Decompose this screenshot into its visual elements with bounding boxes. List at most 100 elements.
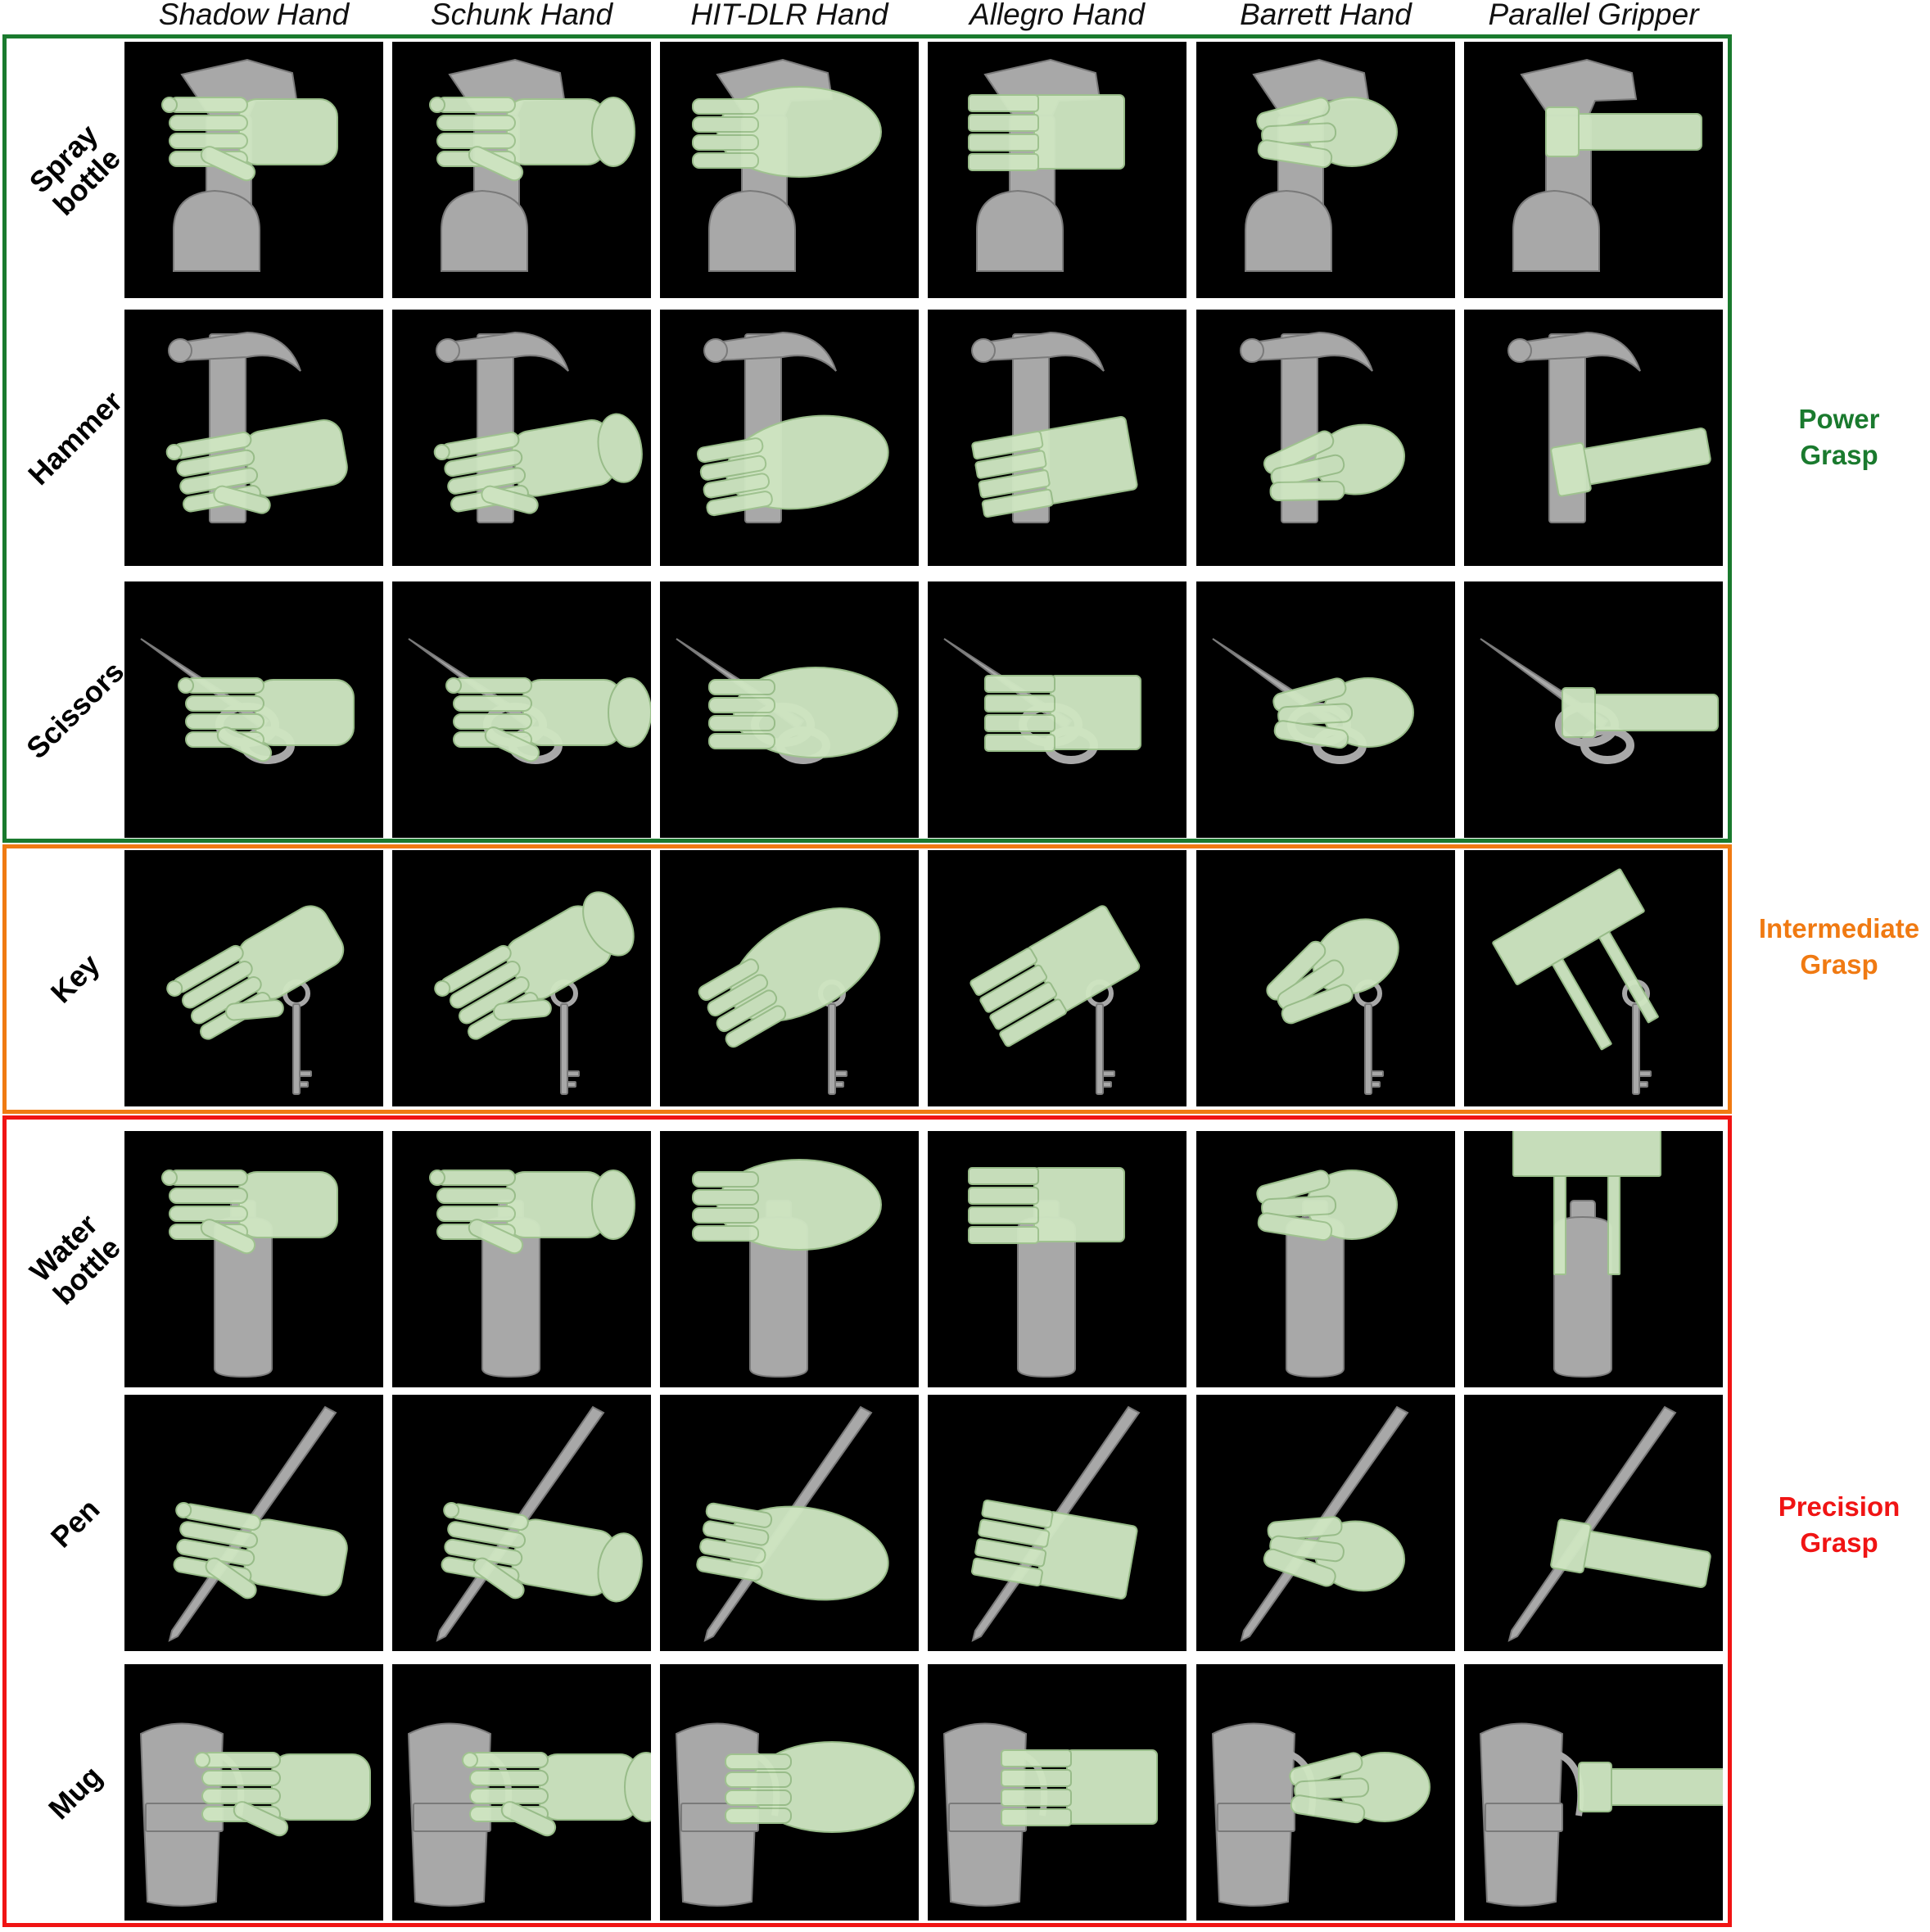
render-spray-bottle-hit-dlr-hand — [692, 58, 882, 272]
barrett-hand-end-effector-icon — [1266, 918, 1399, 1025]
hit-dlr-hand-end-effector-icon — [692, 1159, 882, 1251]
hit-dlr-hand-end-effector-icon — [692, 86, 882, 178]
cell-hammer-parallel-gripper — [1464, 310, 1723, 566]
shadow-hand-end-effector-icon — [161, 1170, 338, 1255]
render-pen-barrett-hand — [1240, 1405, 1409, 1642]
render-pen-hit-dlr-hand — [696, 1405, 889, 1642]
schunk-hand-end-effector-icon — [433, 413, 643, 514]
render-spray-bottle-barrett-hand — [1245, 58, 1398, 272]
allegro-hand-end-effector-icon — [971, 416, 1138, 518]
render-mug-allegro-hand — [942, 1722, 1158, 1907]
column-header-hit-dlr-hand: HIT-DLR Hand — [690, 0, 888, 31]
cell-spray-bottle-shadow-hand — [124, 42, 383, 298]
render-mug-barrett-hand — [1211, 1722, 1431, 1907]
barrett-hand-end-effector-icon — [1256, 1170, 1398, 1242]
cell-pen-parallel-gripper — [1464, 1395, 1723, 1651]
cell-key-shadow-hand — [124, 850, 383, 1106]
cell-scissors-schunk-hand — [392, 581, 651, 838]
key-object-icon — [550, 980, 580, 1095]
column-header-schunk-hand: Schunk Hand — [430, 0, 613, 31]
group-label-power-grasp: Power Grasp — [1798, 404, 1880, 470]
cell-pen-hit-dlr-hand — [660, 1395, 919, 1651]
shadow-hand-end-effector-icon — [166, 905, 345, 1040]
cell-water-bottle-parallel-gripper — [1464, 1131, 1723, 1387]
cell-mug-parallel-gripper — [1464, 1664, 1723, 1921]
render-key-shadow-hand — [166, 905, 345, 1095]
parallel-gripper-end-effector-icon — [1512, 1131, 1661, 1275]
cell-scissors-shadow-hand — [124, 581, 383, 838]
shadow-hand-end-effector-icon — [173, 1502, 348, 1599]
allegro-hand-end-effector-icon — [970, 1499, 1138, 1599]
allegro-hand-end-effector-icon — [968, 94, 1125, 171]
render-spray-bottle-schunk-hand — [429, 58, 635, 272]
render-spray-bottle-allegro-hand — [968, 58, 1125, 272]
cell-scissors-hit-dlr-hand — [660, 581, 919, 838]
schunk-hand-end-effector-icon — [434, 891, 635, 1040]
render-scissors-shadow-hand — [140, 638, 355, 764]
cell-mug-hit-dlr-hand — [660, 1664, 919, 1921]
render-scissors-barrett-hand — [1212, 638, 1414, 764]
render-mug-shadow-hand — [139, 1722, 371, 1907]
cell-mug-shadow-hand — [124, 1664, 383, 1921]
render-hammer-shadow-hand — [165, 331, 348, 523]
group-frame-power-grasp — [2, 34, 1732, 843]
group-label-intermediate-grasp: Intermediate Grasp — [1758, 913, 1920, 980]
hit-dlr-hand-end-effector-icon — [696, 1502, 889, 1601]
cell-hammer-allegro-hand — [928, 310, 1186, 566]
cell-spray-bottle-barrett-hand — [1196, 42, 1455, 298]
render-scissors-allegro-hand — [943, 638, 1141, 764]
render-hammer-barrett-hand — [1240, 331, 1406, 523]
cell-water-bottle-schunk-hand — [392, 1131, 651, 1387]
cell-hammer-barrett-hand — [1196, 310, 1455, 566]
hit-dlr-hand-end-effector-icon — [696, 414, 889, 517]
render-water-bottle-hit-dlr-hand — [692, 1159, 882, 1378]
allegro-hand-end-effector-icon — [1001, 1749, 1158, 1826]
render-scissors-parallel-gripper — [1480, 638, 1719, 764]
render-pen-schunk-hand — [436, 1405, 643, 1642]
render-key-barrett-hand — [1266, 918, 1399, 1095]
hit-dlr-hand-end-effector-icon — [698, 907, 881, 1048]
render-hammer-schunk-hand — [433, 331, 643, 523]
render-spray-bottle-parallel-gripper — [1512, 58, 1702, 272]
column-header-parallel-gripper: Parallel Gripper — [1488, 0, 1699, 31]
barrett-hand-end-effector-icon — [1263, 423, 1406, 502]
cell-hammer-shadow-hand — [124, 310, 383, 566]
render-water-bottle-allegro-hand — [968, 1167, 1125, 1378]
parallel-gripper-end-effector-icon — [1550, 427, 1711, 497]
group-frame-intermediate-grasp — [2, 844, 1732, 1114]
allegro-hand-end-effector-icon — [970, 905, 1141, 1047]
render-scissors-hit-dlr-hand — [676, 638, 898, 764]
schunk-hand-end-effector-icon — [441, 1502, 643, 1603]
render-key-parallel-gripper — [1492, 868, 1659, 1095]
parallel-gripper-end-effector-icon — [1578, 1762, 1723, 1812]
cell-mug-allegro-hand — [928, 1664, 1186, 1921]
parallel-gripper-end-effector-icon — [1492, 868, 1659, 1051]
render-pen-parallel-gripper — [1507, 1405, 1711, 1642]
render-hammer-allegro-hand — [971, 331, 1138, 523]
cell-hammer-hit-dlr-hand — [660, 310, 919, 566]
cell-scissors-allegro-hand — [928, 581, 1186, 838]
render-mug-schunk-hand — [407, 1722, 651, 1907]
water-bottle-object-icon — [1553, 1200, 1612, 1378]
cell-spray-bottle-allegro-hand — [928, 42, 1186, 298]
cell-mug-barrett-hand — [1196, 1664, 1455, 1921]
render-mug-parallel-gripper — [1479, 1722, 1723, 1907]
schunk-hand-end-effector-icon — [429, 1170, 635, 1255]
cell-key-allegro-hand — [928, 850, 1186, 1106]
barrett-hand-end-effector-icon — [1263, 1516, 1406, 1592]
shadow-hand-end-effector-icon — [194, 1752, 371, 1837]
column-header-shadow-hand: Shadow Hand — [158, 0, 350, 31]
render-pen-shadow-hand — [168, 1405, 348, 1642]
render-mug-hit-dlr-hand — [675, 1722, 915, 1907]
render-water-bottle-parallel-gripper — [1512, 1131, 1661, 1378]
render-spray-bottle-shadow-hand — [161, 58, 338, 272]
render-hammer-parallel-gripper — [1507, 331, 1711, 523]
cell-pen-shadow-hand — [124, 1395, 383, 1651]
shadow-hand-end-effector-icon — [161, 97, 338, 182]
barrett-hand-end-effector-icon — [1256, 97, 1398, 169]
schunk-hand-end-effector-icon — [462, 1752, 651, 1837]
allegro-hand-end-effector-icon — [984, 675, 1141, 752]
parallel-gripper-end-effector-icon — [1550, 1518, 1711, 1589]
cell-mug-schunk-hand — [392, 1664, 651, 1921]
cell-key-barrett-hand — [1196, 850, 1455, 1106]
